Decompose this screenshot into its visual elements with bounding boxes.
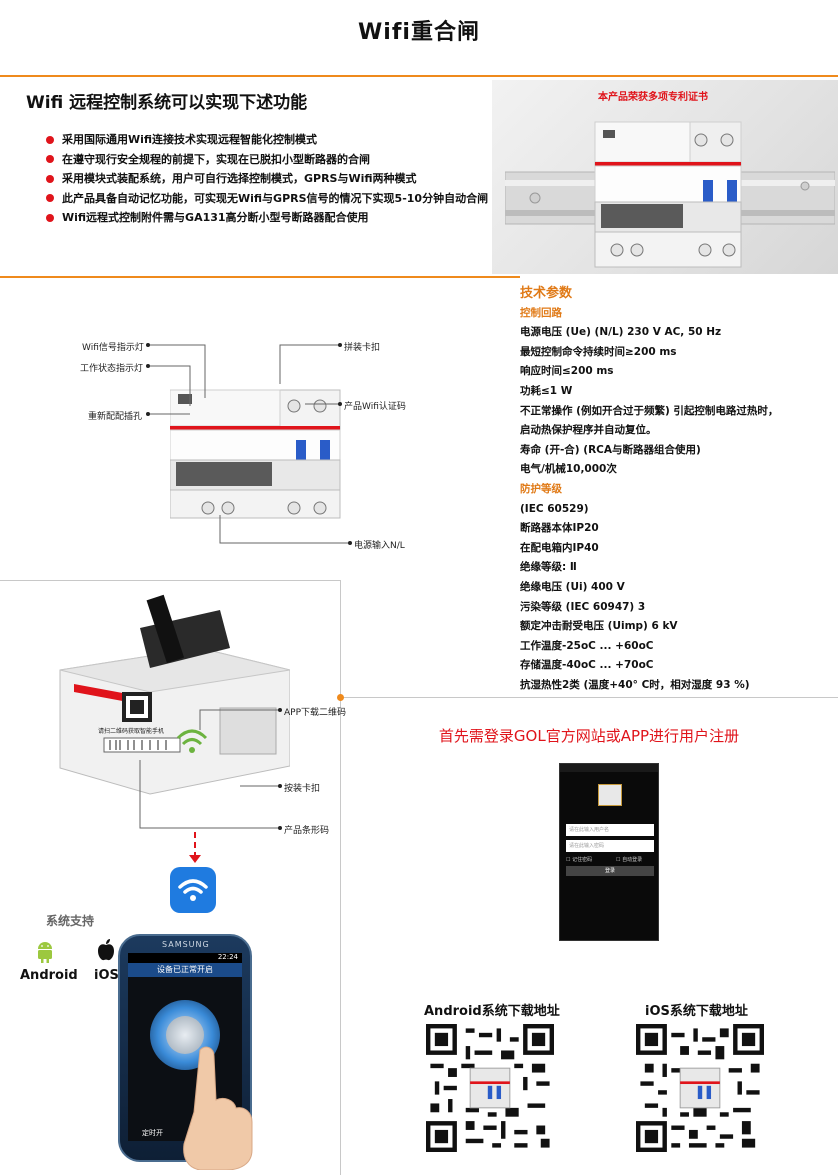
label-wifi-indicator: Wifi信号指示灯: [82, 343, 144, 353]
breaker-device-mid-image: [170, 389, 341, 519]
connector-dot: [337, 694, 344, 701]
device-sticker-text: 请扫二维码获取智能手机: [98, 728, 165, 735]
spec-row: 寿命 (开-合) (RCA与断路器组合使用): [520, 443, 701, 456]
spec-subheading: 控制回路: [520, 306, 562, 319]
spec-row: (IEC 60529): [520, 502, 589, 515]
register-instruction: 首先需登录GOL官方网站或APP进行用户注册: [438, 727, 740, 745]
spec-row: 在配电箱内IP40: [520, 541, 599, 554]
android-qr-code[interactable]: [426, 1024, 554, 1152]
spec-row: 污染等级 (IEC 60947) 3: [520, 600, 646, 613]
bullet-icon: [46, 213, 54, 222]
password-input[interactable]: 请在此输入密码: [566, 840, 654, 852]
spec-row: 功耗≤1 W: [520, 384, 573, 397]
spec-row: 抗湿热性2类 (温度+40° C时，相对湿度 93 %): [520, 678, 750, 691]
phone-status-bar: 22:24: [128, 953, 242, 963]
bullet-icon: [46, 194, 54, 202]
feature-item: Wifi远程式控制附件需与GA131高分断小型号断路器配合使用: [46, 208, 488, 228]
phone-time: 22:24: [217, 953, 238, 961]
spec-list: 技术参数 控制回路 电源电压 (Ue) (N/L) 230 V AC, 50 H…: [520, 284, 830, 695]
android-download-title: Android系统下载地址: [424, 1004, 560, 1019]
divider-top: [0, 75, 838, 77]
phone-bottom-left[interactable]: 定时开: [142, 1129, 163, 1137]
login-phone-screen: 请在此输入用户名 请在此输入密码 ☐ 记住密码 ☐ 自动登录 登录: [559, 763, 659, 941]
ios-label: iOS: [94, 968, 119, 983]
label-cert: 产品Wifi认证码: [344, 402, 406, 412]
dashed-arrow: [194, 832, 196, 858]
divider-vertical: [340, 580, 341, 1175]
phone-app-header: 设备已正常开启: [128, 963, 242, 977]
spec-row: 工作温度-25oC ... +60oC: [520, 639, 654, 652]
spec-row: 绝缘等级: Ⅱ: [520, 561, 577, 574]
wifi-icon: [170, 867, 216, 913]
phone-brand: SAMSUNG: [162, 940, 210, 949]
android-label: Android: [20, 968, 78, 983]
bullet-icon: [46, 174, 54, 183]
breaker-device-top-image: [505, 121, 835, 268]
feature-list: 采用国际通用Wifi连接技术实现远程智能化控制模式 在遵守现行安全规程的前提下，…: [46, 130, 488, 228]
remember-checkbox[interactable]: ☐ 记住密码: [566, 857, 593, 863]
android-icon: [38, 942, 52, 963]
spec-row: 启动热保护程序并自动复位。: [520, 424, 657, 437]
ios-qr-code[interactable]: [636, 1024, 764, 1152]
spec-row: 电源电压 (Ue) (N/L) 230 V AC, 50 Hz: [520, 326, 722, 339]
page-title: Wifi重合闸: [358, 20, 480, 45]
label-power-input: 电源输入N/L: [354, 541, 405, 551]
label-clip: 拼装卡扣: [344, 343, 381, 353]
label-app-qr: APP下载二维码: [284, 708, 347, 718]
finger-hand-image: [183, 1046, 253, 1170]
callout-lines-lower: [139, 708, 282, 830]
power-button-inner: [166, 1016, 204, 1054]
username-input[interactable]: 请在此输入用户名: [566, 824, 654, 836]
label-barcode: 产品条形码: [284, 826, 330, 836]
spec-row: 最短控制命令持续时间≥200 ms: [520, 345, 677, 358]
divider-right-top: [340, 697, 838, 698]
spec-row: 绝缘电压 (Ui) 400 V: [520, 580, 625, 593]
login-button[interactable]: 登录: [566, 866, 654, 876]
bullet-icon: [46, 155, 54, 163]
label-reset-hole: 重新配配插孔: [88, 412, 143, 422]
dashed-arrow-head: [189, 855, 201, 863]
feature-item: 在遵守现行安全规程的前提下，实现在已脱扣小型断路器的合闸: [46, 150, 488, 170]
section1-heading: Wifi 远程控制系统可以实现下述功能: [26, 93, 308, 113]
spec-row: 响应时间≤200 ms: [520, 365, 614, 378]
divider-mid: [0, 276, 520, 278]
label-mount-clip: 按装卡扣: [284, 784, 321, 794]
apple-icon: [98, 939, 114, 961]
auto-login-checkbox[interactable]: ☐ 自动登录: [616, 857, 643, 863]
spec-row: 断路器本体IP20: [520, 522, 599, 535]
spec-row: 电气/机械10,000次: [520, 463, 617, 476]
label-work-indicator: 工作状态指示灯: [80, 364, 144, 374]
login-device-thumb: [598, 784, 622, 806]
support-label: 系统支持: [46, 914, 95, 928]
divider-left-top: [0, 580, 340, 581]
wifi-module-image: [59, 594, 290, 795]
spec-subheading: 防护等级: [520, 482, 562, 495]
spec-row: 存储温度-40oC ... +70oC: [520, 659, 654, 672]
callout-lines-mid: [146, 343, 352, 545]
spec-row: 额定冲击耐受电压 (Uimp) 6 kV: [520, 620, 678, 633]
bullet-icon: [46, 135, 54, 144]
login-status-bar: [560, 764, 658, 772]
spec-row: 不正常操作 (例如开合过于频繁) 引起控制电路过热时，: [520, 404, 779, 417]
ios-download-title: iOS系统下载地址: [645, 1004, 748, 1019]
feature-item: 采用模块式装配系统，用户可自行选择控制模式，GPRS与Wifi两种模式: [46, 169, 488, 189]
spec-heading: 技术参数: [520, 286, 573, 301]
feature-item: 采用国际通用Wifi连接技术实现远程智能化控制模式: [46, 130, 488, 150]
cert-title: 本产品荣获多项专利证书: [598, 92, 708, 103]
feature-item: 此产品具备自动记忆功能，可实现无Wifi与GPRS信号的情况下实现5-10分钟自…: [46, 189, 488, 209]
